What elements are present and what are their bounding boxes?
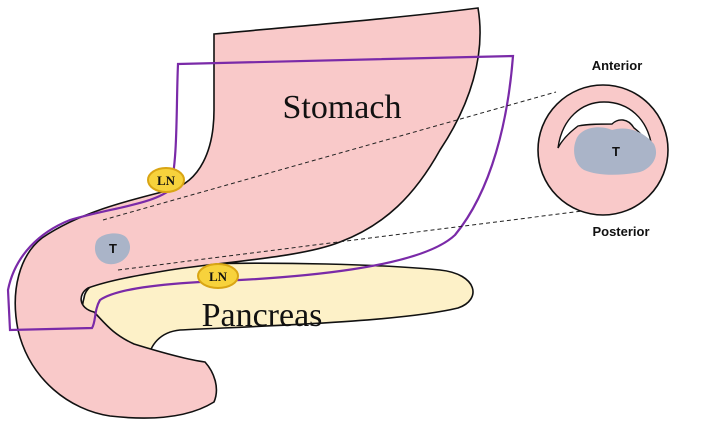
anterior-label: Anterior bbox=[592, 58, 643, 73]
pancreas-label: Pancreas bbox=[202, 297, 323, 334]
stomach-shape bbox=[14, 7, 481, 419]
projection-line-upper bbox=[102, 91, 557, 221]
lymph-node-upper bbox=[147, 167, 185, 193]
cross-section-tumor-label: T bbox=[612, 144, 620, 159]
resection-outline bbox=[6, 54, 515, 332]
projection-line-lower bbox=[117, 207, 607, 271]
stomach-label: Stomach bbox=[283, 89, 402, 126]
tumor-label: T bbox=[109, 241, 117, 256]
cross-section-tumor bbox=[574, 127, 657, 175]
cross-section: T bbox=[537, 84, 669, 216]
lymph-node-upper-label: LN bbox=[157, 173, 176, 188]
tumor-shape bbox=[94, 233, 131, 265]
lymph-node-lower bbox=[197, 263, 239, 289]
posterior-label: Posterior bbox=[592, 224, 649, 239]
cross-section-lumen bbox=[557, 101, 654, 151]
lymph-node-lower-label: LN bbox=[209, 269, 228, 284]
